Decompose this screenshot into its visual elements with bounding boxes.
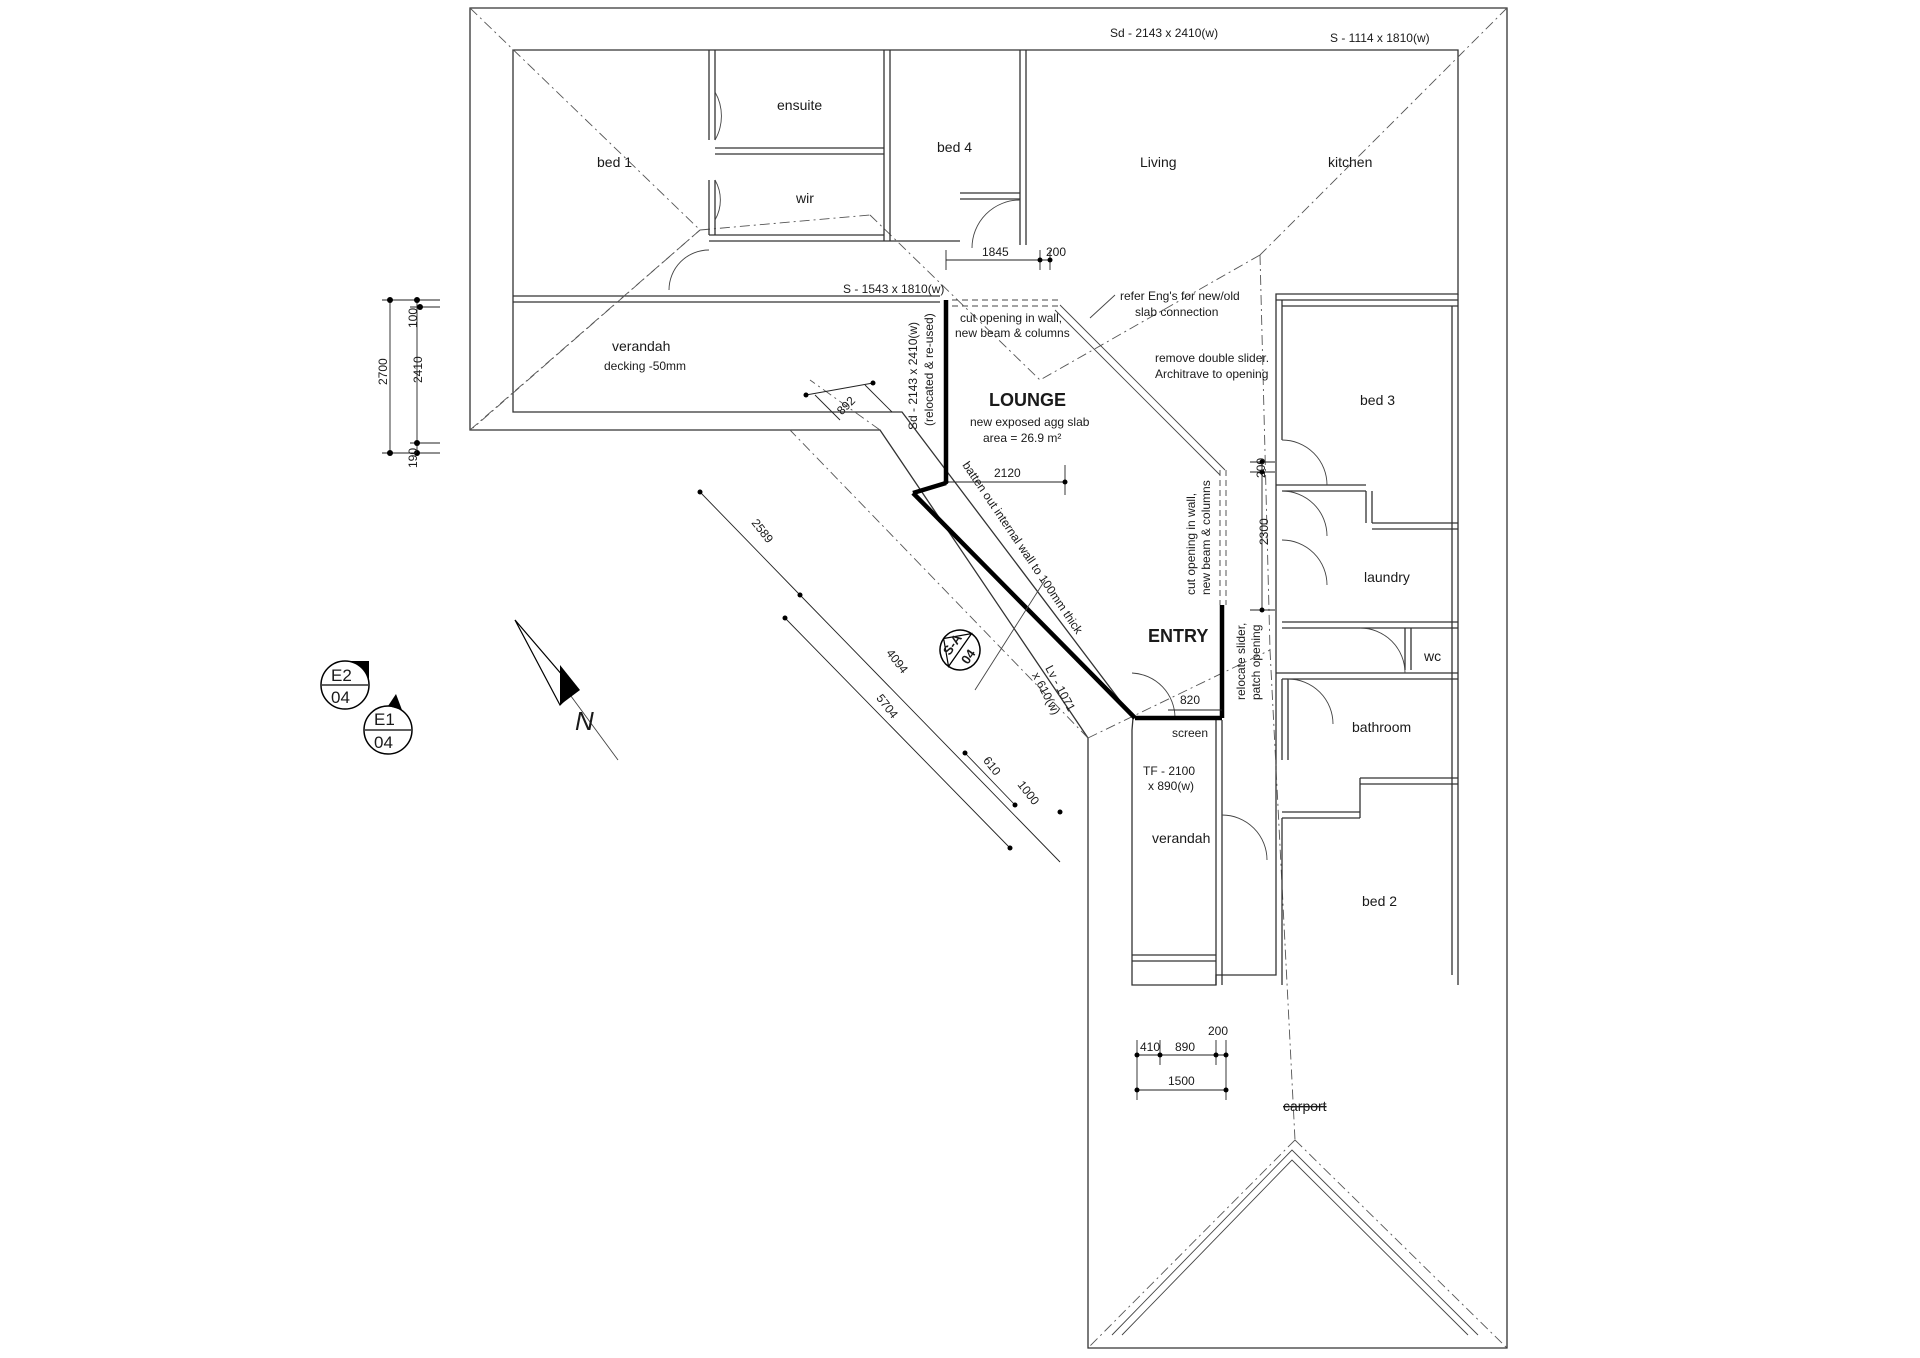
room-label-wir: wir — [795, 190, 814, 206]
note-cut-opening-right-2: new beam & columns — [1199, 480, 1213, 595]
window-label-tf-2: x 890(w) — [1148, 779, 1194, 793]
dim-410: 410 — [1140, 1040, 1160, 1054]
dim-2410: 2410 — [411, 356, 425, 383]
room-label-verandah-top: verandah — [612, 338, 670, 354]
dim-610: 610 — [980, 754, 1004, 779]
note-refer-eng-1: refer Eng's for new/old — [1120, 289, 1240, 303]
note-relocate-slider-1: relocate slider, — [1234, 623, 1248, 700]
room-label-kitchen: kitchen — [1328, 154, 1372, 170]
room-label-laundry: laundry — [1364, 569, 1410, 585]
dim-1000: 1000 — [1015, 778, 1043, 808]
dim-190: 190 — [406, 448, 420, 468]
lounge-extension — [911, 299, 1227, 721]
north-arrow: N — [514, 619, 619, 761]
dim-820: 820 — [1180, 693, 1200, 707]
note-cut-opening-right-1: cut opening in wall, — [1184, 493, 1198, 595]
note-remove-slider-1: remove double slider. — [1155, 351, 1269, 365]
lounge-note-area: area = 26.9 m² — [983, 431, 1061, 445]
elevation-marker-e1-top: E1 — [374, 710, 395, 729]
verandah-top-note: decking -50mm — [604, 359, 686, 373]
lounge-note-slab: new exposed agg slab — [970, 415, 1090, 429]
elevation-marker-e1: E1 04 — [363, 694, 413, 755]
room-label-carport: carport — [1283, 1098, 1327, 1114]
window-label-tf-1: TF - 2100 — [1143, 764, 1195, 778]
elevation-marker-e2-bottom: 04 — [331, 688, 350, 707]
dim-892: 892 — [834, 393, 858, 417]
room-label-entry: ENTRY — [1148, 626, 1208, 646]
dim-4094: 4094 — [883, 646, 911, 676]
window-labels: Sd - 2143 x 2410(w) S - 1114 x 1810(w) S… — [843, 26, 1430, 793]
internal-walls — [708, 50, 1459, 985]
elevation-marker-e2: E2 04 — [320, 660, 370, 710]
room-label-lounge: LOUNGE — [989, 390, 1066, 410]
room-label-screen: screen — [1172, 726, 1208, 740]
dim-200-bottom: 200 — [1208, 1024, 1228, 1038]
room-label-verandah-bottom: verandah — [1152, 830, 1210, 846]
external-walls — [512, 49, 1459, 986]
dim-2300: 2300 — [1257, 518, 1271, 545]
room-label-wc: wc — [1423, 648, 1441, 664]
dim-2700: 2700 — [376, 358, 390, 385]
dim-200-top: 200 — [1046, 245, 1066, 259]
room-label-bed3: bed 3 — [1360, 392, 1395, 408]
north-arrow-label: N — [575, 706, 594, 736]
roof-hip-lines — [469, 7, 1508, 1349]
window-label-s-1543: S - 1543 x 1810(w) — [843, 282, 944, 296]
dim-2120: 2120 — [994, 466, 1021, 480]
dimensions: 1845 200 892 2120 200 2300 820 — [376, 245, 1275, 1100]
dim-890: 890 — [1175, 1040, 1195, 1054]
room-label-bathroom: bathroom — [1352, 719, 1411, 735]
roof-outline — [469, 7, 1508, 1349]
note-cut-opening-top-1: cut opening in wall, — [960, 311, 1062, 325]
note-remove-slider-2: Architrave to opening — [1155, 367, 1268, 381]
elevation-marker-e1-bottom: 04 — [374, 733, 393, 752]
window-label-s-top: S - 1114 x 1810(w) — [1330, 31, 1430, 45]
carport-hip — [1111, 1149, 1479, 1336]
dim-1845: 1845 — [982, 245, 1009, 259]
room-label-ensuite: ensuite — [777, 97, 822, 113]
window-label-sd-relocated: Sd - 2143 x 2410(w) — [906, 322, 920, 430]
room-label-bed1: bed 1 — [597, 154, 632, 170]
note-batten-out: batten out internal wall to 100mm thick — [960, 459, 1087, 637]
elevation-marker-e2-top: E2 — [331, 666, 352, 685]
room-label-bed4: bed 4 — [937, 139, 972, 155]
dim-2589: 2589 — [749, 516, 777, 546]
room-label-living: Living — [1140, 154, 1177, 170]
room-label-bed2: bed 2 — [1362, 893, 1397, 909]
note-refer-eng-2: slab connection — [1135, 305, 1218, 319]
window-label-sd-relocated-note: (relocated & re-used) — [922, 313, 936, 426]
door-swings — [668, 91, 1406, 861]
dim-100: 100 — [406, 308, 420, 328]
note-cut-opening-top-2: new beam & columns — [955, 326, 1070, 340]
window-label-sd-top: Sd - 2143 x 2410(w) — [1110, 26, 1218, 40]
room-labels: ensuite bed 1 bed 4 wir Living kitchen v… — [597, 97, 1441, 1114]
section-marker-s-a: S-A 04 — [939, 579, 1046, 691]
note-relocate-slider-2: patch opening — [1249, 625, 1263, 700]
dim-200-right: 200 — [1254, 458, 1268, 478]
dim-1500: 1500 — [1168, 1074, 1195, 1088]
dim-5704: 5704 — [873, 691, 901, 721]
